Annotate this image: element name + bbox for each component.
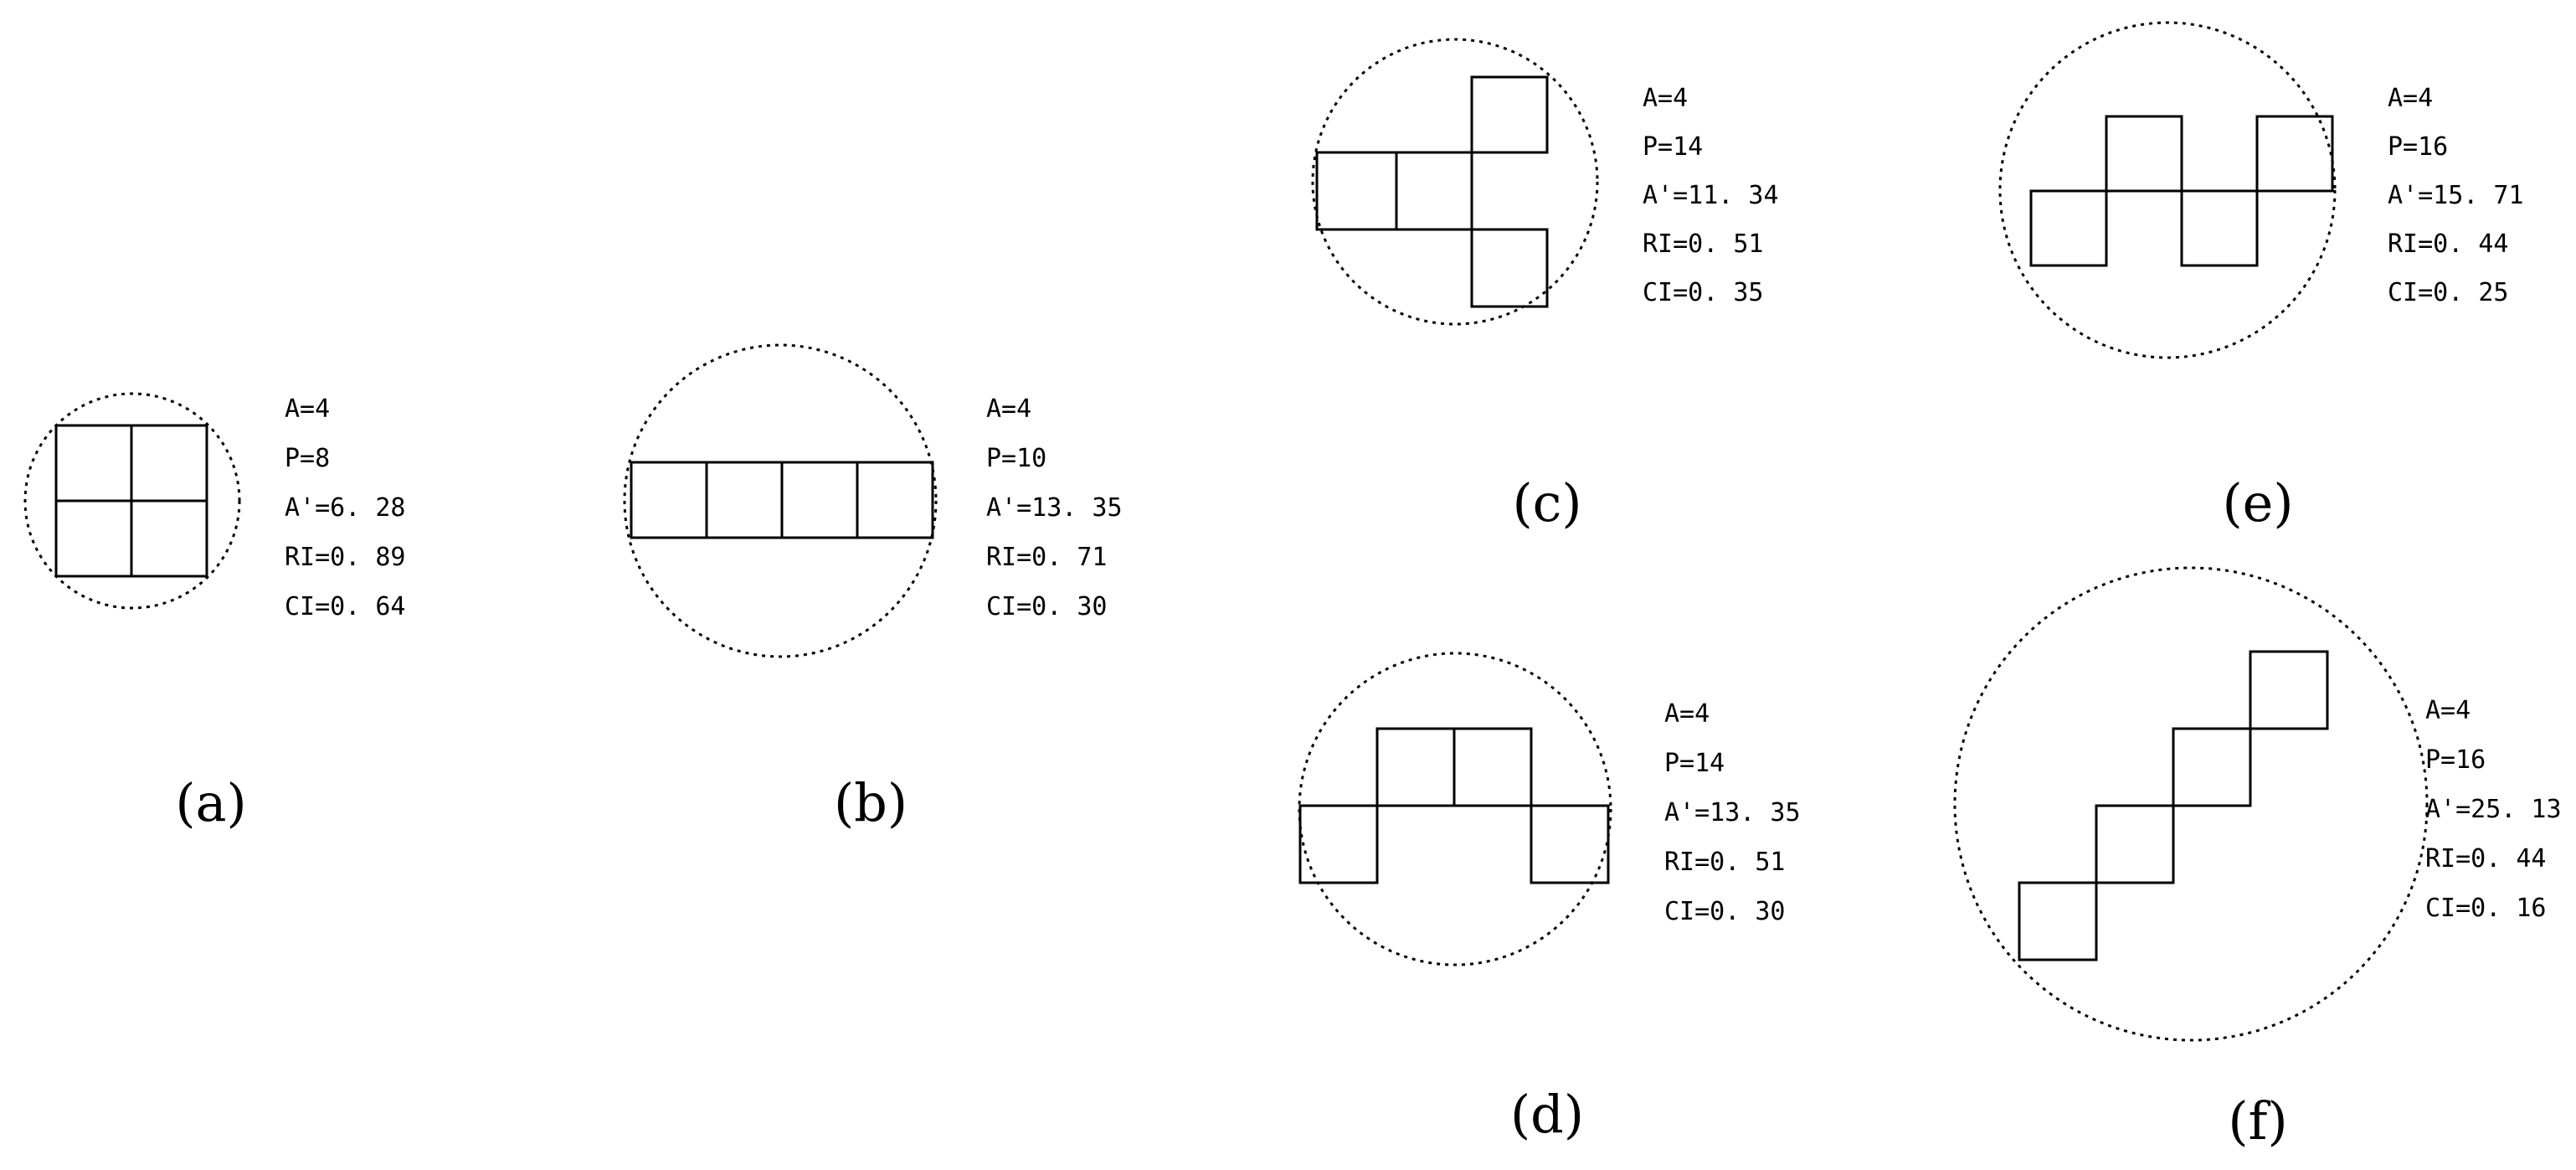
metric-ri: RI=0. 51 — [1643, 229, 1764, 259]
metric-perimeter: P=16 — [2388, 132, 2448, 162]
bounding-circle-d — [1298, 652, 1612, 966]
metric-ri: RI=0. 44 — [2388, 229, 2509, 259]
cell-grid-c — [1315, 75, 1549, 308]
metrics-f: A=4 P=16 A'=25. 13 RI=0. 44 CI=0. 16 — [2425, 696, 2562, 923]
panel-d: A=4 P=14 A'=13. 35 RI=0. 51 CI=0. 30 (d) — [1298, 652, 1801, 1145]
panel-f: A=4 P=16 A'=25. 13 RI=0. 44 CI=0. 16 (f) — [1953, 566, 2562, 1152]
metric-area: A=4 — [2388, 84, 2433, 113]
metric-area: A=4 — [2425, 696, 2471, 725]
metric-circle-area: A'=6. 28 — [285, 493, 406, 523]
cell-square — [856, 461, 934, 539]
cell-grid-a — [54, 424, 208, 578]
metric-ri: RI=0. 71 — [986, 543, 1108, 572]
cell-square — [130, 424, 208, 503]
panel-label-f: (f) — [2228, 1090, 2287, 1152]
cell-square — [2105, 115, 2183, 193]
panel-c: A=4 P=14 A'=11. 34 RI=0. 51 CI=0. 35 (c) — [1311, 38, 1779, 533]
metrics-a: A=4 P=8 A'=6. 28 RI=0. 89 CI=0. 64 — [285, 394, 406, 621]
panel-a: A=4 P=8 A'=6. 28 RI=0. 89 CI=0. 64 (a) — [23, 392, 406, 833]
metric-ci: CI=0. 30 — [1664, 897, 1786, 926]
panel-e: A=4 P=16 A'=15. 71 RI=0. 44 CI=0. 25 (e) — [1998, 21, 2524, 533]
cell-square — [54, 424, 133, 503]
cell-grid-f — [2018, 650, 2329, 961]
metric-area: A=4 — [285, 394, 330, 424]
cell-square — [1470, 228, 1549, 308]
cell-square — [2095, 804, 2175, 884]
cell-square — [1375, 727, 1456, 807]
metric-area: A=4 — [1643, 84, 1688, 113]
cell-square — [2029, 189, 2108, 267]
cell-square — [780, 461, 859, 539]
cell-square — [130, 499, 208, 578]
cell-square — [630, 461, 708, 539]
metric-circle-area: A'=13. 35 — [986, 493, 1123, 523]
metric-ci: CI=0. 25 — [2388, 278, 2509, 307]
bounding-circle-c — [1311, 38, 1599, 326]
panel-label-a: (a) — [175, 772, 246, 833]
metrics-b: A=4 P=10 A'=13. 35 RI=0. 71 CI=0. 30 — [986, 394, 1123, 621]
cell-square — [1453, 727, 1533, 807]
metric-ri: RI=0. 89 — [285, 543, 406, 572]
metric-area: A=4 — [986, 394, 1031, 424]
panel-label-d: (d) — [1510, 1084, 1584, 1145]
metric-circle-area: A'=11. 34 — [1643, 181, 1779, 210]
cell-square — [1530, 804, 1610, 884]
bounding-circle-a — [23, 392, 241, 610]
bounding-circle-f — [1953, 566, 2429, 1042]
cell-square — [1395, 151, 1473, 231]
panel-label-c: (c) — [1512, 472, 1581, 533]
metric-ri: RI=0. 51 — [1664, 848, 1786, 877]
metrics-c: A=4 P=14 A'=11. 34 RI=0. 51 CI=0. 35 — [1643, 84, 1779, 307]
cell-square — [54, 499, 133, 578]
metric-area: A=4 — [1664, 699, 1710, 729]
cell-square — [2180, 189, 2259, 267]
panel-label-e: (e) — [2222, 472, 2293, 533]
metric-circle-area: A'=15. 71 — [2388, 181, 2524, 210]
cell-grid-d — [1298, 727, 1610, 884]
metric-ci: CI=0. 16 — [2425, 894, 2547, 923]
metric-perimeter: P=8 — [285, 444, 330, 473]
metrics-d: A=4 P=14 A'=13. 35 RI=0. 51 CI=0. 30 — [1664, 699, 1801, 926]
cell-square — [2172, 727, 2252, 807]
metric-perimeter: P=10 — [986, 444, 1046, 473]
cell-square — [2018, 881, 2098, 961]
panel-b: A=4 P=10 A'=13. 35 RI=0. 71 CI=0. 30 (b) — [623, 343, 1123, 833]
bounding-circle-b — [623, 343, 938, 658]
metric-ci: CI=0. 30 — [986, 592, 1108, 621]
cell-grid-e — [2029, 115, 2334, 267]
panel-label-b: (b) — [834, 772, 908, 833]
metric-ci: CI=0. 64 — [285, 592, 406, 621]
cell-square — [2249, 650, 2329, 730]
cell-square — [705, 461, 784, 539]
metric-circle-area: A'=13. 35 — [1664, 798, 1801, 827]
metric-perimeter: P=16 — [2425, 745, 2486, 775]
metric-perimeter: P=14 — [1664, 749, 1725, 778]
cell-grid-b — [630, 461, 934, 539]
metric-perimeter: P=14 — [1643, 132, 1703, 162]
cell-square — [1315, 151, 1398, 231]
metric-circle-area: A'=25. 13 — [2425, 795, 2562, 824]
cell-square — [1470, 75, 1549, 154]
bounding-circle-e — [1998, 21, 2337, 359]
cell-square — [1298, 804, 1379, 884]
cell-square — [2255, 115, 2334, 193]
metrics-e: A=4 P=16 A'=15. 71 RI=0. 44 CI=0. 25 — [2388, 84, 2524, 307]
metric-ri: RI=0. 44 — [2425, 844, 2547, 874]
metric-ci: CI=0. 35 — [1643, 278, 1764, 307]
